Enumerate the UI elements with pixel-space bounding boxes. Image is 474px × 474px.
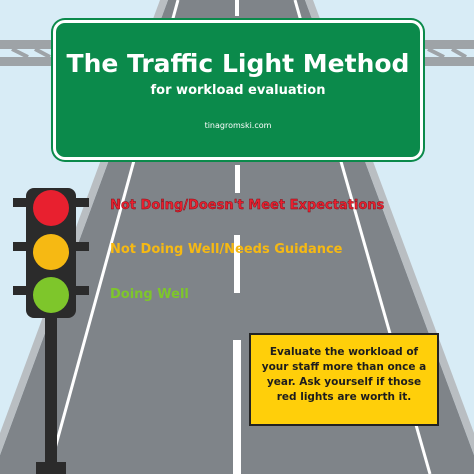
sign-title: The Traffic Light Method xyxy=(66,49,410,78)
traffic-light-pole xyxy=(45,310,57,474)
red-light xyxy=(33,190,69,226)
highway-sign: The Traffic Light Method for workload ev… xyxy=(53,20,423,160)
traffic-light xyxy=(13,188,89,474)
sign-subtitle: for workload evaluation xyxy=(150,83,326,98)
traffic-light-base xyxy=(36,462,66,474)
green-light-label: Doing Well xyxy=(110,287,189,302)
sign-url: tinagromski.com xyxy=(204,121,272,130)
red-light-label: Not Doing/Doesn't Meet Expectations xyxy=(110,198,385,213)
sign-gantry xyxy=(0,40,474,66)
center-dashes xyxy=(233,0,241,474)
green-light xyxy=(33,277,69,313)
advice-note: Evaluate the workload of your staff more… xyxy=(249,333,439,426)
yellow-light-label: Not Doing Well/Needs Guidance xyxy=(110,242,343,257)
yellow-light xyxy=(33,234,69,270)
